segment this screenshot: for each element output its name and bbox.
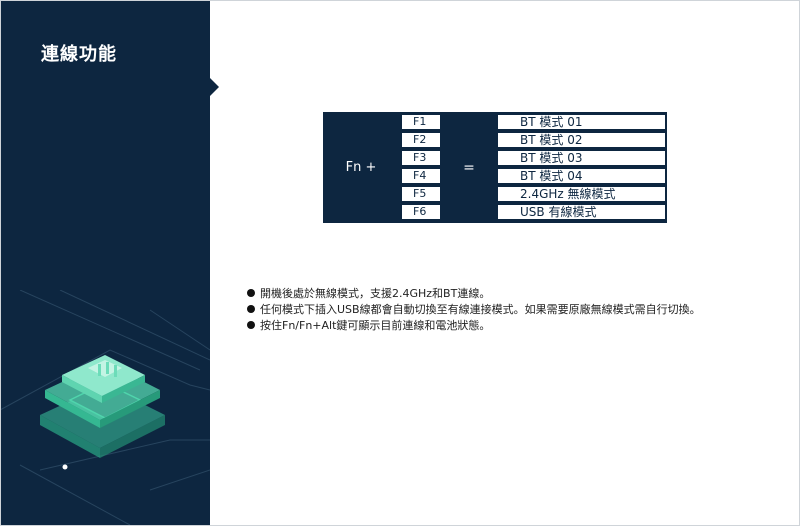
mode-bt-02: BT 模式 02 xyxy=(497,132,666,148)
key-f2: F2 xyxy=(401,132,441,148)
key-f5: F5 xyxy=(401,186,441,202)
note-item: 按住Fn/Fn+Alt鍵可顯示目前連線和電池狀態。 xyxy=(247,319,490,333)
note-item: 任何模式下插入USB線都會自動切換至有線連接模式。如果需要原廠無線模式需自行切換… xyxy=(247,303,701,317)
note-item: 開機後處於無線模式，支援2.4GHz和BT連線。 xyxy=(247,287,490,301)
section-title: 連線功能 xyxy=(41,44,117,65)
connection-keymap-table: Fn + F1 F2 F3 F4 F5 F6 = BT 模式 01 BT 模式 … xyxy=(323,112,667,223)
function-key-column: F1 F2 F3 F4 F5 F6 xyxy=(399,112,443,223)
mode-usb-wired: USB 有線模式 xyxy=(497,204,666,220)
key-f1: F1 xyxy=(401,114,441,130)
chip-stack-illustration xyxy=(0,290,210,526)
key-f6: F6 xyxy=(401,204,441,220)
bullet-icon xyxy=(247,321,255,329)
fn-combo-cell: Fn + xyxy=(323,112,399,223)
sidebar-panel: 連線功能 xyxy=(0,0,210,526)
key-f3: F3 xyxy=(401,150,441,166)
mode-bt-01: BT 模式 01 xyxy=(497,114,666,130)
glow-dot xyxy=(62,464,68,470)
equals-sign: = xyxy=(463,159,475,176)
mode-wireless-24ghz: 2.4GHz 無線模式 xyxy=(497,186,666,202)
bullet-icon xyxy=(247,289,255,297)
mode-bt-04: BT 模式 04 xyxy=(497,168,666,184)
equals-cell: = xyxy=(443,112,495,223)
mode-bt-03: BT 模式 03 xyxy=(497,150,666,166)
fn-combo-label: Fn + xyxy=(345,160,377,175)
mode-column: BT 模式 01 BT 模式 02 BT 模式 03 BT 模式 04 2.4G… xyxy=(495,112,667,223)
sidebar-notch xyxy=(210,78,219,96)
key-f4: F4 xyxy=(401,168,441,184)
bullet-icon xyxy=(247,305,255,313)
